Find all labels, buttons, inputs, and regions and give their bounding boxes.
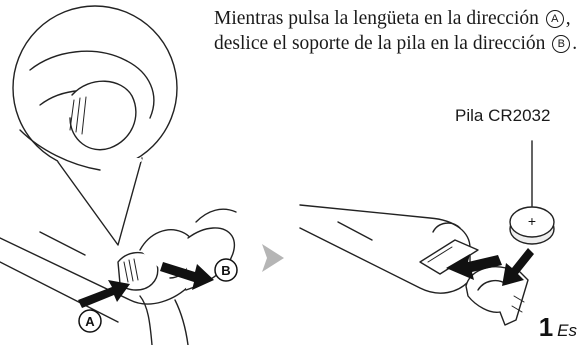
label-a: A	[85, 314, 95, 329]
zoom-callout-pointer	[57, 157, 143, 246]
arrow-insert-tray	[446, 254, 502, 280]
instruction-marker-b: B	[552, 35, 571, 53]
instruction-part1: Mientras pulsa la lengüeta en la direcci…	[214, 8, 539, 29]
zoom-thumb	[69, 80, 137, 151]
zoom-remote-edge	[29, 50, 155, 119]
arrow-insert-battery	[502, 248, 534, 286]
battery-label: Pila CR2032	[455, 106, 551, 125]
label-b-circle: B	[214, 258, 238, 282]
remote-groove-line	[39, 231, 86, 256]
instruction-marker-a: A	[545, 10, 564, 28]
remote-body-left-edge	[0, 237, 191, 305]
step-next-arrow-icon	[262, 244, 284, 272]
label-b: B	[221, 263, 230, 278]
battery-coin	[509, 206, 555, 238]
page-number: 1	[538, 312, 554, 342]
instruction-part3: .	[572, 33, 578, 54]
battery-plus-sign: +	[528, 213, 536, 229]
battery-slot	[419, 239, 479, 275]
arrow-direction-b	[160, 262, 214, 290]
language-code: Es	[557, 321, 577, 340]
label-a-circle: A	[78, 309, 102, 333]
arrow-direction-a	[78, 280, 130, 308]
instruction-text: Mientras pulsa la lengüeta en la direcci…	[214, 6, 584, 56]
instruction-part2: , deslice el soporte de la pila en la di…	[214, 8, 571, 54]
